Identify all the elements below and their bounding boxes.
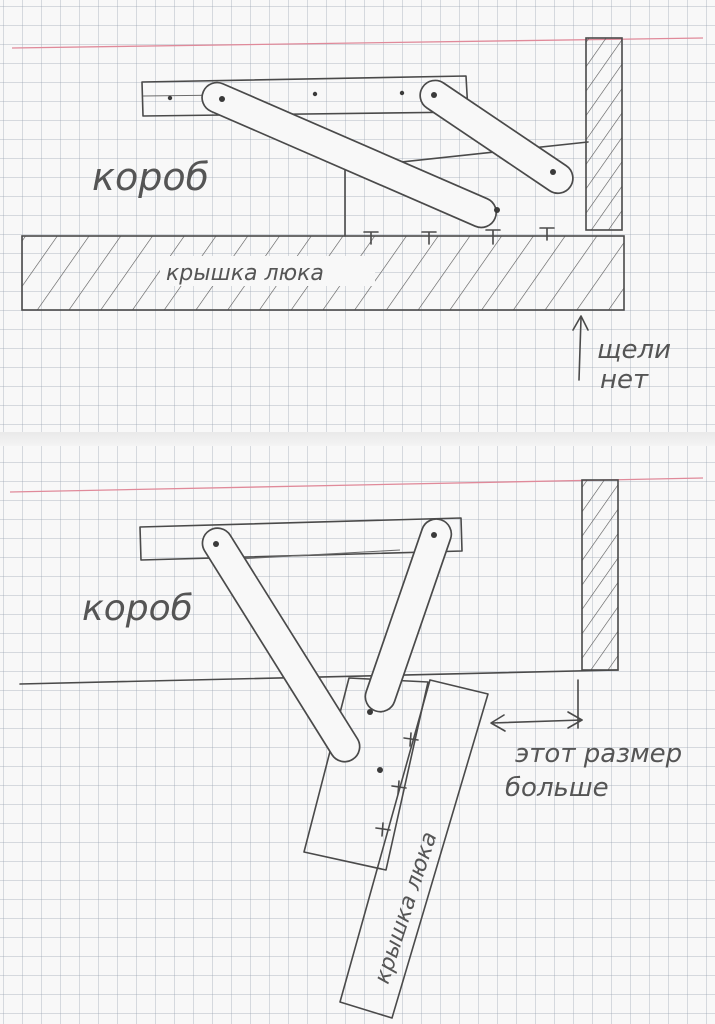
sketch-closed-state: короб крышка люка щели нет <box>11 37 704 395</box>
short-arm-pivot-top <box>431 92 437 98</box>
note-no-gap-line1: щели <box>597 335 671 365</box>
long-arm-open-pivot-bottom <box>377 767 383 773</box>
mounting-bar-bottom-groove <box>219 549 401 561</box>
lid-screws <box>363 227 555 245</box>
gap-arrow-shaft <box>578 317 582 381</box>
gap-arrow-head <box>572 315 589 331</box>
mounting-bar <box>141 75 469 117</box>
lid-screws-open <box>375 732 419 837</box>
long-arm-pivot-top <box>219 96 225 102</box>
note-no-gap-line2: нет <box>600 365 649 395</box>
note-size-line2: больше <box>505 773 609 803</box>
short-arm <box>419 79 574 195</box>
long-arm-open-pivot-top <box>213 541 219 547</box>
paper-fold <box>0 432 715 446</box>
mounting-bar-bottom <box>139 517 463 561</box>
short-arm-open-pivot-top <box>431 532 437 538</box>
right-wall-bottom <box>581 479 619 671</box>
short-arm-open <box>364 518 453 713</box>
note-size-line1: этот размер <box>515 739 682 769</box>
dim-arrow-right <box>567 711 583 729</box>
box-label-top: короб <box>92 155 209 199</box>
dim-arrow-left <box>490 714 506 732</box>
bar-screw-1 <box>167 95 173 101</box>
short-arm-pivot-bottom <box>550 169 556 175</box>
sketch-open-state: короб крышка люка этот размер больше <box>9 477 704 1019</box>
short-arm-open-pivot-bottom <box>367 709 373 715</box>
dim-line <box>491 719 583 724</box>
long-arm-pivot-bottom <box>494 207 500 213</box>
long-arm-open <box>201 527 361 763</box>
lid-label-top: крышка люка <box>166 261 324 286</box>
right-wall <box>585 37 623 231</box>
lid-label-backdrop <box>160 256 375 286</box>
long-arm <box>201 81 498 229</box>
lid-label-bottom: крышка люка <box>370 829 443 987</box>
bar-screw-3 <box>399 90 405 96</box>
bar-screw-2 <box>312 91 318 97</box>
box-label-bottom: короб <box>82 588 193 629</box>
hatch-lid-open <box>339 679 489 1019</box>
